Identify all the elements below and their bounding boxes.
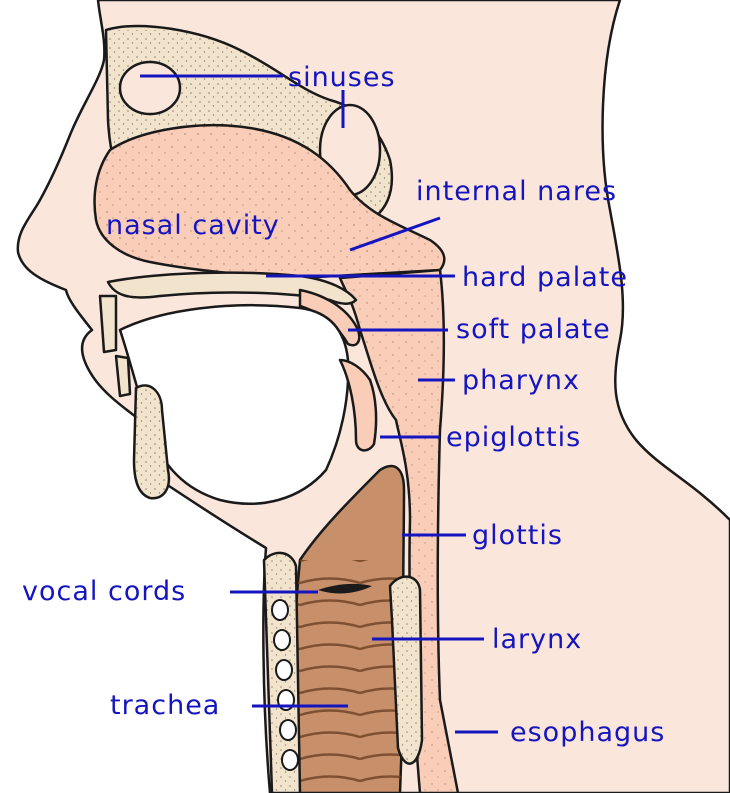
label-nasal-cavity: nasal cavity	[106, 210, 280, 241]
label-hard-palate: hard palate	[462, 262, 628, 293]
label-glottis: glottis	[472, 520, 563, 551]
sinus-pocket-frontal	[120, 62, 180, 114]
label-epiglottis: epiglottis	[446, 422, 581, 453]
label-larynx: larynx	[492, 624, 582, 655]
label-sinuses: sinuses	[288, 62, 396, 93]
label-pharynx: pharynx	[462, 365, 580, 396]
label-esophagus: esophagus	[510, 717, 665, 748]
label-internal-nares: internal nares	[416, 176, 617, 207]
upper-teeth	[100, 296, 116, 352]
label-soft-palate: soft palate	[456, 314, 611, 345]
label-vocal-cords: vocal cords	[22, 576, 186, 607]
label-trachea: trachea	[110, 690, 220, 721]
